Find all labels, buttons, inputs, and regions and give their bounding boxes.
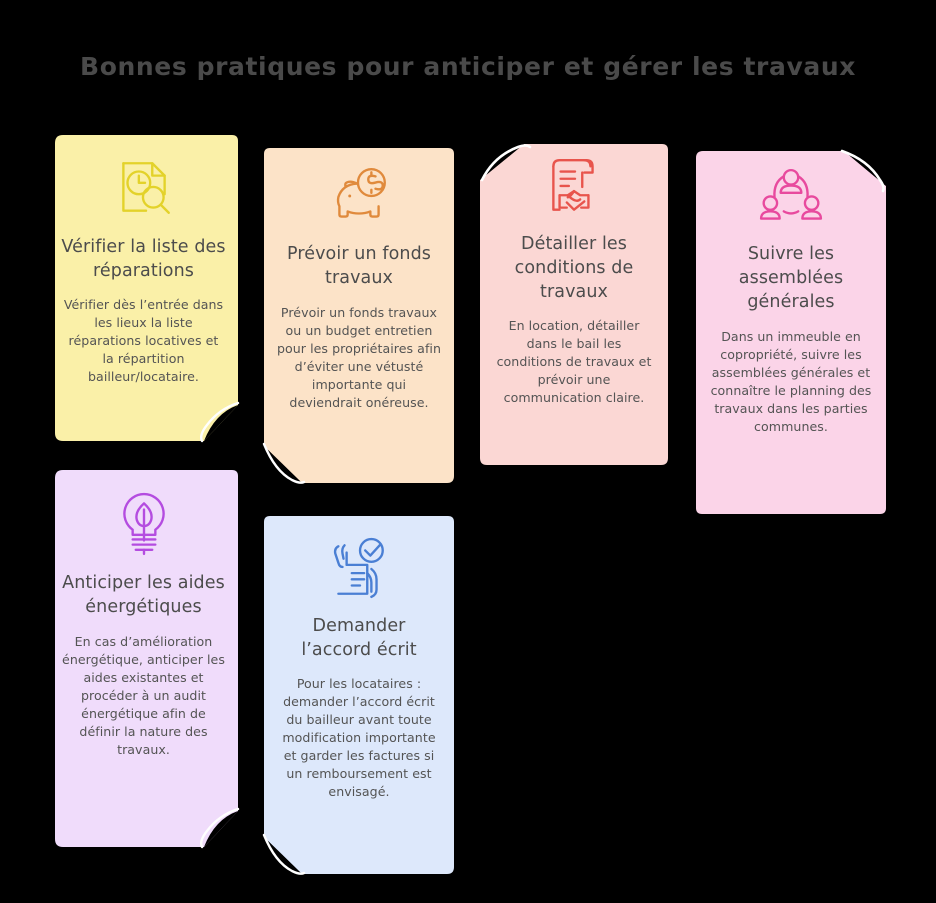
card-body: Prévoir un fonds travaux ou un budget en… — [276, 305, 442, 410]
card-background — [47, 468, 240, 849]
card-title: Prévoir un fonds travaux — [286, 244, 432, 289]
card-background — [262, 514, 456, 877]
card-demander-accord-ecrit[interactable]: Demander l’accord écrit Pour les locatai… — [262, 514, 456, 877]
card-title: Demander l’accord écrit — [301, 616, 417, 661]
document-clock-search-icon — [111, 155, 177, 221]
piggy-bank-icon — [326, 166, 392, 228]
page-title: Bonnes pratiques pour anticiper et gérer… — [80, 52, 856, 81]
card-verifier-liste-reparations[interactable]: Vérifier la liste des réparations Vérifi… — [47, 133, 240, 443]
card-title: Vérifier la liste des réparations — [61, 237, 226, 282]
card-background — [47, 133, 240, 443]
card-anticiper-aides-energetiques[interactable]: Anticiper les aides énergétiques En cas … — [47, 468, 240, 849]
card-body: En location, détailler dans le bail les … — [496, 318, 652, 405]
card-title: Anticiper les aides énergétiques — [62, 573, 225, 618]
people-group-icon — [758, 168, 824, 230]
hands-document-check-icon — [326, 536, 392, 602]
card-body: Dans un immeuble en copropriété, suivre … — [710, 329, 872, 434]
card-background — [478, 140, 670, 467]
card-detailler-conditions-travaux[interactable]: Détailler les conditions de travaux En l… — [478, 140, 670, 467]
card-suivre-assemblees-generales[interactable]: Suivre les assemblées générales Dans un … — [694, 146, 888, 516]
card-title: Détailler les conditions de travaux — [514, 234, 634, 303]
card-body: En cas d’amélioration énergétique, antic… — [62, 634, 225, 757]
card-background — [694, 146, 888, 516]
contract-handshake-icon — [541, 154, 607, 220]
card-background — [262, 146, 456, 486]
card-prevoir-fonds-travaux[interactable]: Prévoir un fonds travaux Prévoir un fond… — [262, 146, 456, 486]
lightbulb-leaf-icon — [113, 491, 175, 557]
card-body: Pour les locataires : demander l’accord … — [282, 676, 436, 799]
card-title: Suivre les assemblées générales — [738, 244, 844, 313]
card-body: Vérifier dès l’entrée dans les lieux la … — [63, 297, 224, 384]
